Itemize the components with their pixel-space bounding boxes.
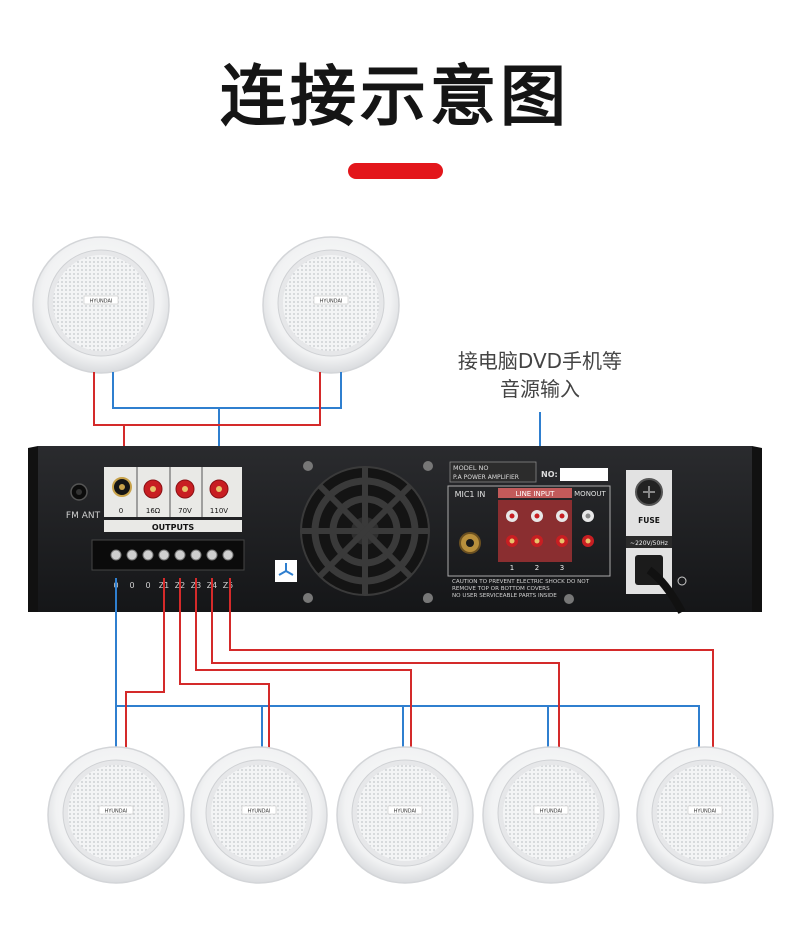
ceiling-speaker-bottom-2: HYUNDAI (191, 747, 327, 883)
caution-line-3: NO USER SERVICEABLE PARTS INSIDE (452, 593, 557, 599)
audio-input-note: 接电脑DVD手机等 音源输入 (420, 347, 660, 403)
audio-input-note-line-2: 音源输入 (420, 375, 660, 403)
line-input-label: LINE INPUT (516, 490, 555, 498)
amplifier-rear-panel: FM ANT 0 16Ω 70V 110V OUTPUTS 0 0 0 Z1 Z (28, 446, 762, 612)
speaker-brand-label: HYUNDAI (394, 809, 417, 815)
fuse-label: FUSE (638, 516, 660, 525)
cooling-fan-icon (301, 467, 429, 595)
speaker-brand-label: HYUNDAI (540, 809, 563, 815)
speaker-brand-label: HYUNDAI (105, 809, 128, 815)
terminal-label-8: Z5 (223, 581, 234, 590)
caution-line-1: CAUTION TO PREVENT ELECTRIC SHOCK DO NOT (452, 579, 590, 585)
outputs-label: OUTPUTS (152, 523, 195, 532)
speaker-brand-label: HYUNDAI (90, 299, 113, 305)
caution-line-2: REMOVE TOP OR BOTTOM COVERS (452, 586, 550, 592)
ceiling-speaker-bottom-3: HYUNDAI (337, 747, 473, 883)
speaker-brand-label: HYUNDAI (248, 809, 271, 815)
model-label: MODEL NO (453, 464, 489, 472)
line-num-3: 3 (560, 564, 564, 572)
out-tap-16: 16Ω (146, 507, 161, 515)
speaker-brand-label: HYUNDAI (320, 299, 343, 305)
terminal-label-3: 0 (145, 581, 150, 590)
terminal-label-2: 0 (129, 581, 134, 590)
speaker-brand-label: HYUNDAI (694, 809, 717, 815)
serial-no-label: NO: (541, 470, 558, 479)
ceiling-speaker-bottom-5: HYUNDAI (637, 747, 773, 883)
power-rating-label: ~220V/50Hz (630, 540, 668, 547)
line-num-1: 1 (510, 564, 514, 572)
mic-in-label: MIC1 IN (455, 490, 486, 499)
line-num-2: 2 (535, 564, 539, 572)
monout-label: MONOUT (574, 490, 606, 498)
out-tap-0: 0 (119, 507, 123, 515)
out-tap-70v: 70V (178, 507, 192, 515)
ceiling-speaker-top-1: HYUNDAI (33, 237, 169, 373)
ceiling-speaker-bottom-1: HYUNDAI (48, 747, 184, 883)
ceiling-speaker-bottom-4: HYUNDAI (483, 747, 619, 883)
audio-input-note-line-1: 接电脑DVD手机等 (420, 347, 660, 375)
model-sub-label: P.A POWER AMPLIFIER (453, 474, 519, 481)
ceiling-speaker-top-2: HYUNDAI (263, 237, 399, 373)
fm-ant-label: FM ANT (66, 511, 101, 521)
out-tap-110v: 110V (210, 507, 228, 515)
